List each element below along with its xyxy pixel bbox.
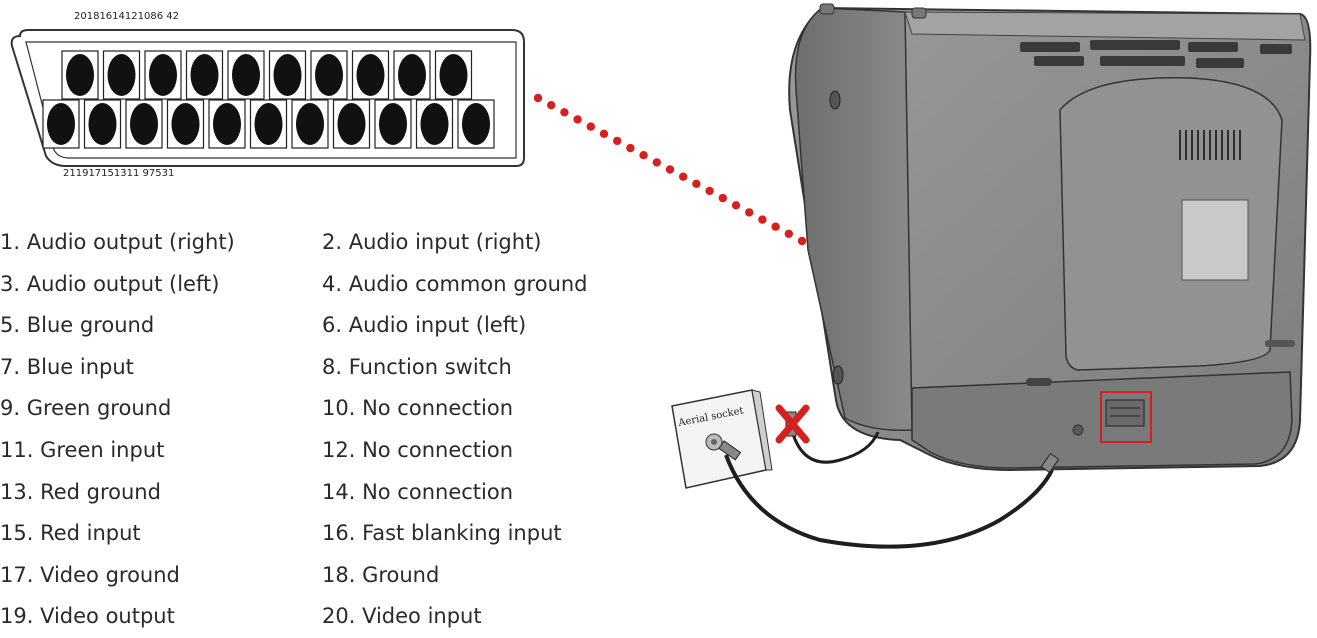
tv-rear-housing (1059, 77, 1283, 371)
pins-top-row (61, 50, 473, 100)
tv-rear-label-plate (1181, 199, 1249, 281)
tv-scart-highlight-frame (1100, 391, 1152, 443)
legend-item: 8. Function switch (322, 354, 512, 379)
tv-back (788, 3, 1312, 472)
scart-pin (434, 50, 473, 100)
tv-side-slot (1265, 340, 1295, 347)
pointer-dot (718, 193, 727, 203)
tv-screw (1072, 424, 1084, 436)
pointer-dot (613, 136, 622, 146)
scart-pin (249, 99, 288, 149)
scart-pin (83, 99, 122, 149)
pointer-dot (771, 222, 780, 231)
aerial-wall-socket: Aerial socket (671, 389, 773, 489)
tv-side-knob-lower (832, 365, 844, 385)
pointer-dot (692, 179, 701, 188)
scart-pin (61, 50, 99, 100)
legend-item: 6. Audio input (left) (322, 313, 527, 338)
scart-pin (144, 50, 182, 100)
legend-item: 19. Video output (0, 604, 175, 629)
legend-item: 7. Blue input (0, 354, 134, 379)
legend-item: 16. Fast blanking input (322, 521, 562, 546)
tv-scart-socket-pins (1110, 407, 1140, 417)
red-x-mark (775, 404, 810, 444)
legend-column-odd: 1. Audio output (right) 3. Audio output … (0, 222, 235, 638)
aerial-plate-edge (751, 389, 773, 471)
aerial-outlet-core (711, 439, 717, 445)
scart-pin (351, 50, 390, 100)
pointer-dot (626, 143, 635, 153)
scart-pin (185, 50, 224, 100)
pointer-dot (652, 158, 661, 167)
pointer-dot (560, 108, 569, 117)
scart-pin (332, 99, 371, 149)
tv-side-panel (794, 7, 913, 431)
legend-item: 11. Green input (0, 437, 165, 462)
tv-top-vents (1020, 40, 1292, 68)
tv-side-knob-upper (829, 90, 841, 110)
pointer-dot (679, 172, 688, 181)
legend-item: 12. No connection (322, 437, 514, 462)
tv-top-rim (904, 11, 1306, 41)
tv-top-clip-right (911, 7, 927, 19)
pointer-dot (797, 236, 807, 246)
scart-pin (457, 99, 495, 149)
legend-item: 5. Blue ground (0, 313, 155, 338)
scart-pin (208, 99, 246, 149)
legend-item: 4. Audio common ground (322, 271, 588, 296)
legend-item: 2. Audio input (right) (322, 230, 542, 254)
legend-item: 1. Audio output (right) (0, 230, 235, 254)
legend-item: 18. Ground (322, 562, 440, 587)
scart-pin (102, 50, 141, 100)
bottom-pin-numbers: 211917151311 97531 (63, 168, 175, 179)
legend-item: 13. Red ground (0, 479, 161, 504)
pointer-dot (745, 208, 754, 217)
pointer-dot (586, 122, 595, 131)
legend-item: 10. No connection (322, 396, 514, 421)
legend-item: 9. Green ground (0, 396, 172, 421)
pointer-dot (533, 93, 543, 103)
scart-pin (227, 50, 265, 100)
top-pin-numbers: 20181614121086 42 (74, 11, 179, 22)
tv-scart-socket (1105, 399, 1145, 427)
scart-pin (374, 99, 412, 149)
tv-rear-vent-grille (1179, 130, 1241, 160)
pointer-dot (665, 165, 675, 174)
legend-column-even: 2. Audio input (right) 4. Audio common g… (322, 222, 588, 638)
pointer-dot (573, 115, 582, 124)
pointer-dot (758, 215, 767, 224)
pins-bottom-row (42, 99, 495, 149)
scart-pin (42, 99, 80, 149)
scart-pin (393, 50, 431, 100)
legend-item: 14. No connection (322, 479, 514, 504)
scart-pin (166, 99, 205, 149)
tv-handle-slot (1026, 378, 1052, 386)
legend-item: 3. Audio output (left) (0, 271, 220, 296)
scart-pin (125, 99, 163, 149)
scart-pin (268, 50, 307, 100)
pointer-dot (599, 129, 609, 138)
pointer-dot (547, 101, 556, 110)
scart-pin (291, 99, 329, 149)
connector-inner (25, 41, 517, 159)
tv-top-clip-left (819, 3, 835, 15)
pointer-dot (705, 186, 714, 196)
legend-item: 17. Video ground (0, 562, 180, 587)
pointer-dot (784, 229, 793, 238)
scart-pin (310, 50, 348, 100)
legend-item: 20. Video input (322, 604, 482, 629)
aerial-cable (718, 440, 1060, 549)
pointer-dot (639, 151, 648, 160)
legend-item: 15. Red input (0, 521, 141, 546)
scart-connector (10, 29, 525, 167)
pointer-dot (731, 201, 741, 210)
scart-pin (415, 99, 454, 149)
